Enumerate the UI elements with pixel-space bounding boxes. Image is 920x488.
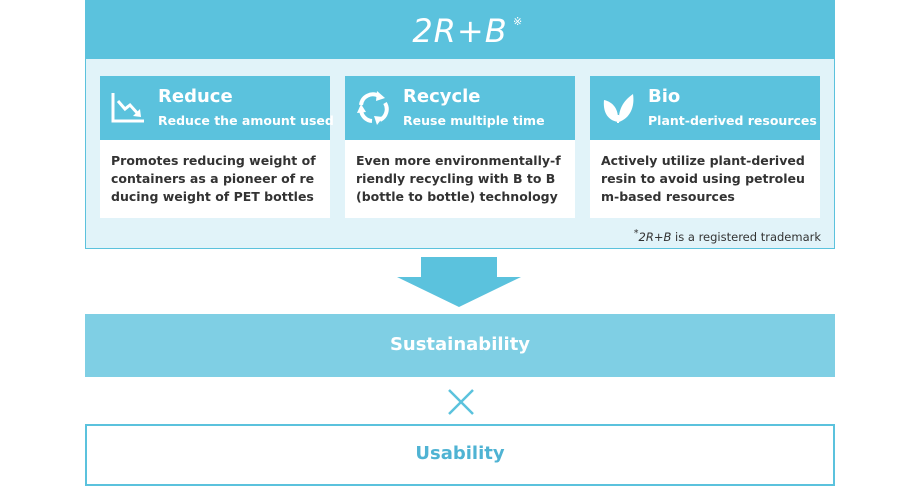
brand-title: 2R+B [412, 12, 508, 50]
recycle-title: Recycle [403, 86, 481, 107]
trademark-note-mark: * [633, 228, 639, 239]
leaf-icon [603, 94, 634, 123]
recycle-description: Even more environmentally-friendly recyc… [356, 153, 561, 204]
2r-b-panel: 2R+B ※ Reduce Reduce the amount used Pro… [85, 0, 835, 249]
reduce-card-header: Reduce Reduce the amount used [100, 76, 334, 140]
usability-label: Usability [415, 443, 505, 464]
cross-icon [448, 389, 474, 415]
recycle-card-header: Recycle Reuse multiple time [345, 76, 575, 140]
reduce-title: Reduce [158, 86, 233, 107]
recycle-arrows-icon [357, 91, 389, 125]
panel-header: 2R+B ※ [86, 1, 834, 59]
recycle-subtitle: Reuse multiple time [403, 113, 545, 128]
reduce-card: Reduce Reduce the amount used Promotes r… [100, 76, 334, 218]
brand-reference-mark: ※ [513, 15, 523, 28]
trademark-note-text: is a registered trademark [671, 229, 821, 244]
usability-box: Usability [85, 424, 835, 486]
reduce-subtitle: Reduce the amount used [158, 113, 334, 128]
recycle-card: Recycle Reuse multiple time Even more en… [345, 76, 575, 218]
trend-down-icon [111, 93, 144, 123]
down-arrow-icon [397, 257, 521, 307]
sustainability-label: Sustainability [389, 334, 531, 355]
trademark-note: *2R+B is a registered trademark [634, 228, 821, 244]
bio-description: Actively utilize plant-derived resin to … [601, 153, 805, 204]
sustainability-box: Sustainability [85, 314, 835, 377]
bio-card: Bio Plant-derived resources Actively uti… [590, 76, 820, 218]
reduce-description: Promotes reducing weight of containers a… [111, 153, 316, 204]
bio-subtitle: Plant-derived resources [648, 113, 817, 128]
trademark-note-brand: 2R+B [638, 229, 672, 244]
bio-card-header: Bio Plant-derived resources [590, 76, 820, 140]
bio-title: Bio [648, 86, 681, 107]
